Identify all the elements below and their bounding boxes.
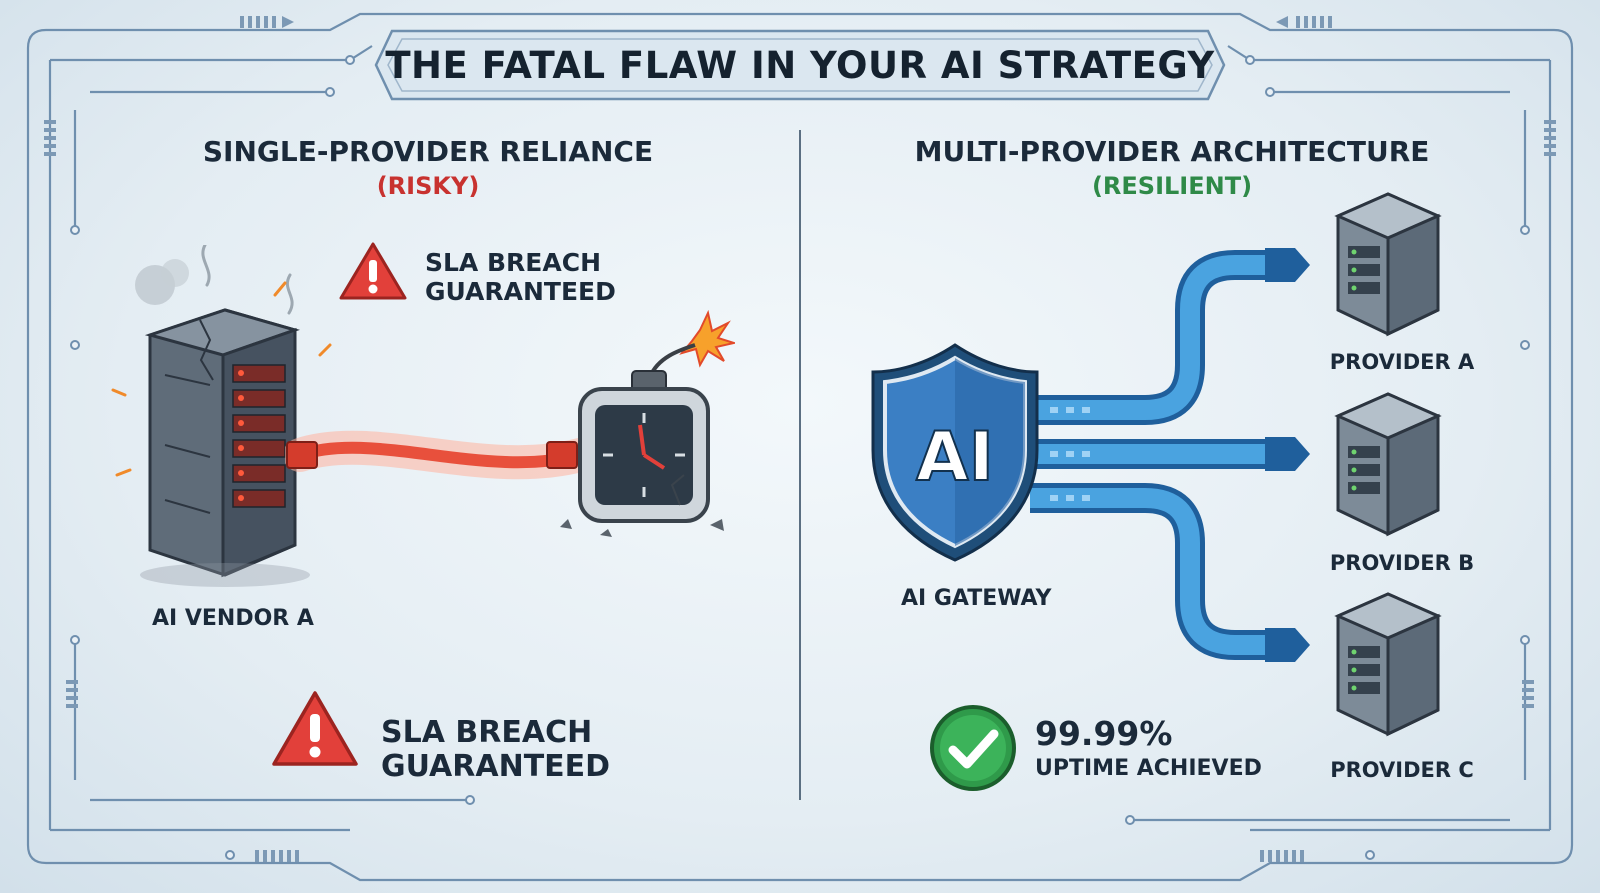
provider-b-label: PROVIDER B xyxy=(1329,551,1475,575)
uptime-value: 99.99% xyxy=(1035,714,1173,753)
page-title: THE FATAL FLAW IN YOUR AI STRATEGY xyxy=(385,43,1215,87)
right-panel-heading: MULTI-PROVIDER ARCHITECTURE xyxy=(914,135,1430,168)
sla-breach-warning-top: SLA BREACH GUARANTEED xyxy=(425,248,616,306)
title-banner: THE FATAL FLAW IN YOUR AI STRATEGY xyxy=(372,27,1228,103)
server-rack-icon xyxy=(1334,192,1442,337)
left-panel-heading: SINGLE-PROVIDER RELIANCE xyxy=(202,135,654,168)
gateway-label: AI GATEWAY xyxy=(901,586,1052,611)
provider-a-label: PROVIDER A xyxy=(1329,350,1475,374)
failing-cable xyxy=(285,430,595,480)
check-circle-icon xyxy=(930,705,1016,791)
server-rack-icon xyxy=(1334,392,1442,537)
shield-icon: AI xyxy=(871,343,1039,562)
uptime-label: UPTIME ACHIEVED xyxy=(1035,756,1262,781)
time-bomb-icon xyxy=(560,309,735,537)
resilient-status: (RESILIENT) xyxy=(1091,172,1253,200)
routing-pipes xyxy=(1030,248,1310,662)
risky-status: (RISKY) xyxy=(376,172,480,200)
shield-text: AI xyxy=(916,418,994,497)
server-rack-icon xyxy=(1334,592,1442,737)
warning-triangle-icon xyxy=(272,691,358,766)
broken-server-icon xyxy=(111,245,332,587)
provider-c-label: PROVIDER C xyxy=(1330,758,1474,782)
vendor-label: AI VENDOR A xyxy=(152,606,314,631)
warning-triangle-icon xyxy=(339,242,407,300)
sla-breach-warning-bottom: SLA BREACH GUARANTEED xyxy=(381,715,611,784)
